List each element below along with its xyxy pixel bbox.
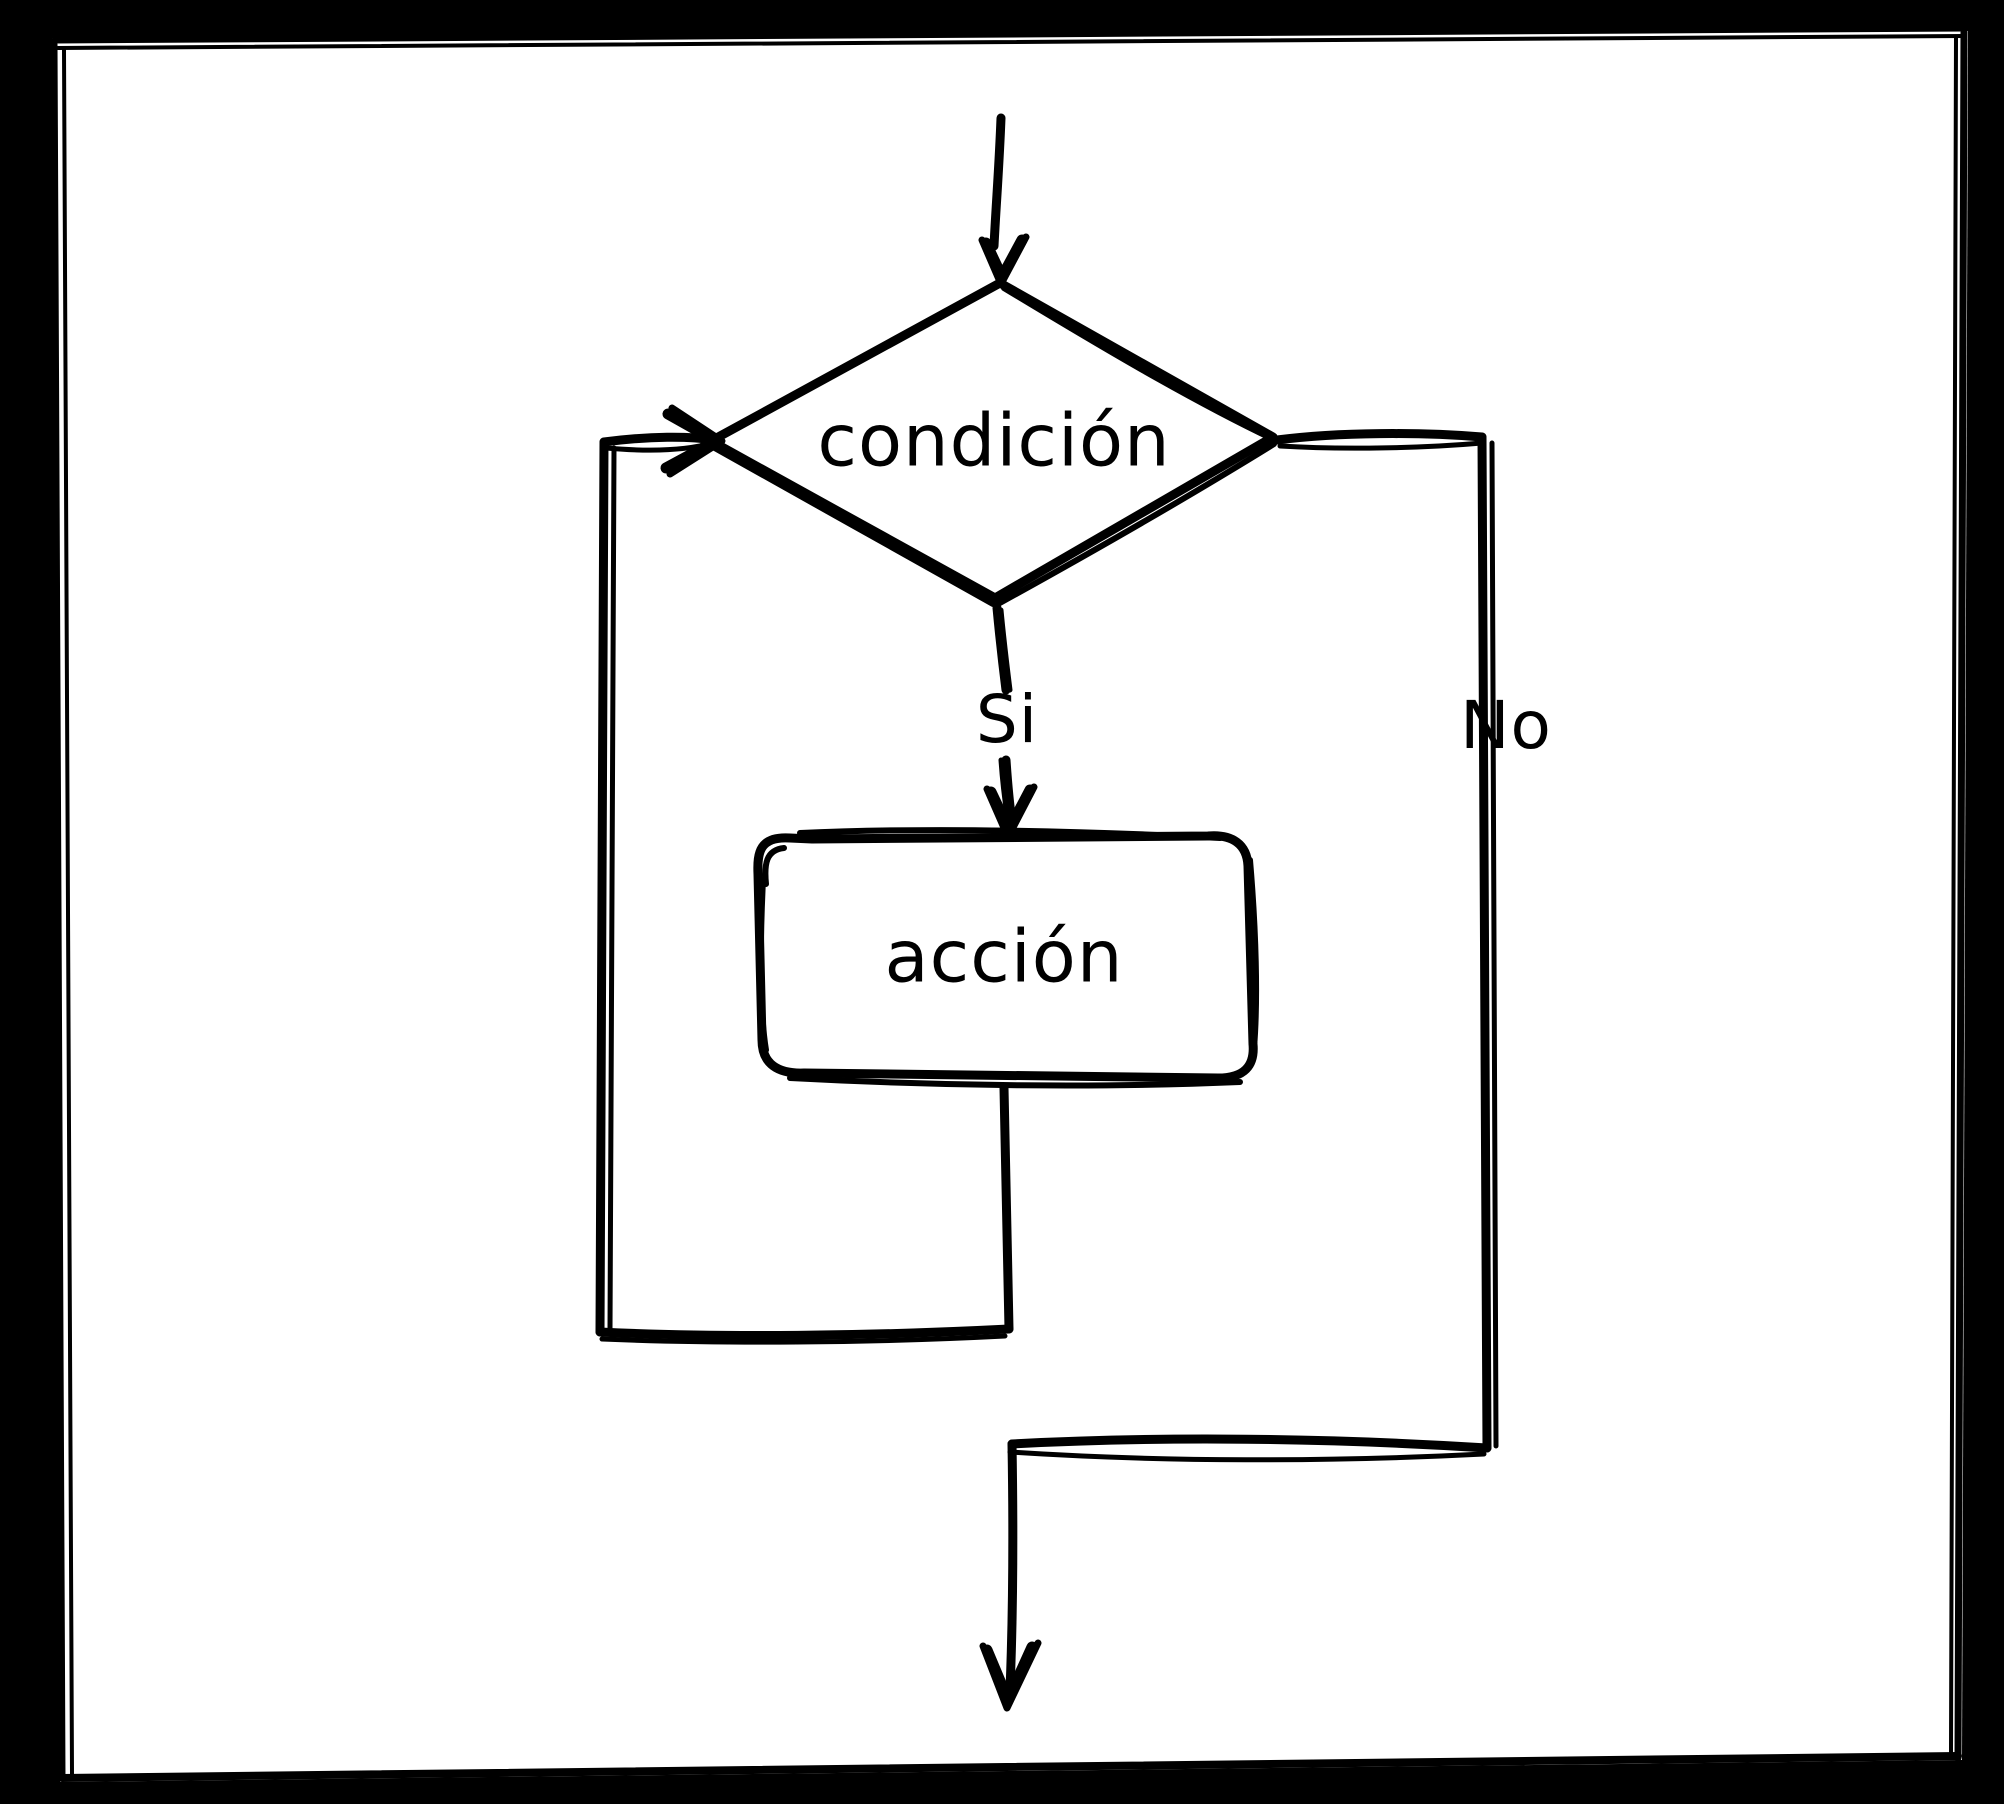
node-condicion-label: condición xyxy=(817,399,1170,483)
node-accion[interactable]: acción xyxy=(753,827,1260,1089)
node-accion-label: acción xyxy=(885,915,1124,999)
node-condicion[interactable]: condición xyxy=(706,278,1280,607)
edge-loopback xyxy=(595,404,1014,1345)
edge-no-label: No xyxy=(1460,687,1552,764)
edge-si-label: Si xyxy=(976,681,1038,758)
edge-exit xyxy=(979,1434,1492,1712)
edge-no: No xyxy=(1272,429,1552,1453)
